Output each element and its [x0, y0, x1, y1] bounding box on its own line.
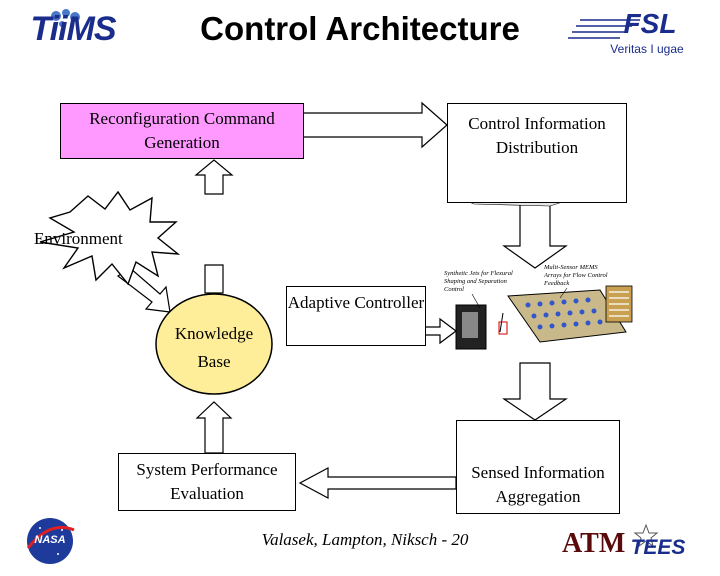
tees-star-icon [633, 523, 659, 548]
sensed-info-label: Sensed Information Aggregation [471, 463, 605, 506]
footer-credit: Valasek, Lampton, Niksch - 20 [261, 530, 469, 549]
fsl-logo: FSL [623, 8, 677, 39]
adaptive-controller-label: Adaptive Controller [287, 293, 425, 312]
knowledge-base-ellipse [155, 293, 273, 395]
page-title: Control Architecture [200, 10, 520, 47]
fsl-logo-graphic [568, 19, 640, 39]
reconfig-command-label: Reconfiguration Command Generation [89, 109, 275, 152]
sensed-info-box: Sensed Information Aggregation [456, 420, 620, 514]
environment-label: Environment [34, 229, 123, 248]
mems-arrays-note: Multi-Sensor MEMS Arrays for Flow Contro… [544, 264, 608, 287]
synthetic-jets-note: Synthetic Jets for Flexural Shaping and … [444, 270, 513, 293]
nasa-logo: NASA [34, 534, 66, 546]
arrow-reconfig-to-control [302, 101, 448, 149]
nasa-logo-graphic [26, 518, 75, 564]
arrow-knowledge-up [204, 264, 224, 294]
arrow-control-to-actuators [502, 199, 568, 269]
reconfig-command-box: Reconfiguration Command Generation [60, 103, 304, 159]
actuator-wing-graphic [455, 285, 633, 350]
fsl-motto: Veritas I ugae [610, 42, 684, 56]
control-info-box: Control Information Distribution [447, 103, 627, 203]
control-info-label: Control Information Distribution [468, 114, 606, 157]
tamu-logo: ATM [562, 528, 626, 559]
system-performance-label: System Performance Evaluation [136, 460, 278, 503]
system-performance-box: System Performance Evaluation [118, 453, 296, 511]
knowledge-base-label: Knowledge Base [174, 324, 254, 371]
tiims-logo-graphic [51, 9, 80, 27]
arrow-environment-to-knowledge [116, 267, 171, 313]
arrow-sensed-to-sysperf [298, 466, 457, 500]
arrow-knowledge-to-reconfig [194, 159, 234, 195]
adaptive-controller-box: Adaptive Controller [286, 286, 426, 346]
arrow-sysperf-to-knowledge [195, 401, 233, 454]
arrow-actuators-to-sensed [502, 362, 568, 421]
tiims-logo: TiiMS [30, 10, 116, 48]
environment-starburst [39, 190, 181, 286]
tees-logo: TEES [630, 536, 686, 559]
